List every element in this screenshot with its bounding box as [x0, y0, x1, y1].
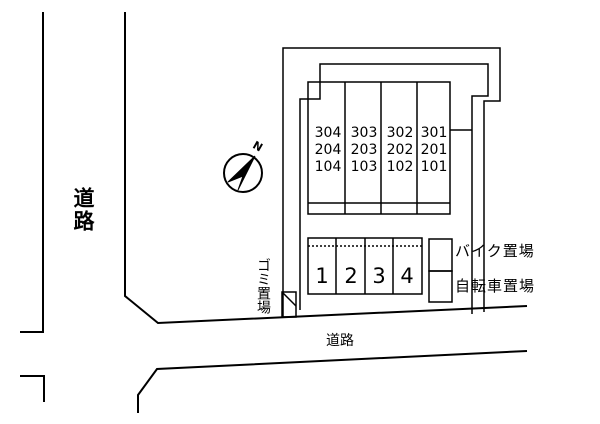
room-number: 301	[420, 125, 448, 141]
room-number: 303	[350, 125, 378, 141]
apartment-building	[307, 81, 472, 215]
parking-slot-4: 4	[400, 264, 414, 288]
property-outline	[282, 47, 501, 318]
bike-parking-area	[428, 238, 453, 303]
building-column-2: 303 203 103	[348, 125, 380, 176]
parking-slot-2: 2	[344, 264, 358, 288]
building-column-3: 302 202 102	[384, 125, 416, 176]
building-column-1: 304 204 104	[312, 125, 344, 176]
left-road-edge	[20, 12, 44, 333]
north-compass-icon	[223, 153, 263, 193]
garbage-area	[281, 291, 297, 318]
room-number: 103	[350, 159, 378, 175]
parking-lot	[307, 237, 423, 295]
garbage-label: ゴミ置場	[255, 258, 271, 314]
room-number: 202	[386, 142, 414, 158]
corner-road-edge	[20, 375, 45, 402]
room-number: 201	[420, 142, 448, 158]
room-number: 104	[314, 159, 342, 175]
parking-slot-3: 3	[372, 264, 386, 288]
room-number: 102	[386, 159, 414, 175]
parking-slot-1: 1	[315, 264, 329, 288]
room-number: 302	[386, 125, 414, 141]
room-number: 203	[350, 142, 378, 158]
room-number: 101	[420, 159, 448, 175]
main-road-south-edge	[137, 350, 528, 413]
bicycle-parking-label: 自転車置場	[455, 277, 536, 295]
main-road-west-edge	[124, 12, 528, 325]
road-lines	[20, 12, 528, 413]
bike-parking-label: バイク置場	[455, 242, 535, 260]
road-label-vertical: 道路	[71, 187, 95, 233]
room-number: 204	[314, 142, 342, 158]
building-column-4: 301 201 101	[419, 125, 449, 176]
road-label-horizontal: 道路	[326, 333, 354, 349]
room-number: 304	[314, 125, 342, 141]
